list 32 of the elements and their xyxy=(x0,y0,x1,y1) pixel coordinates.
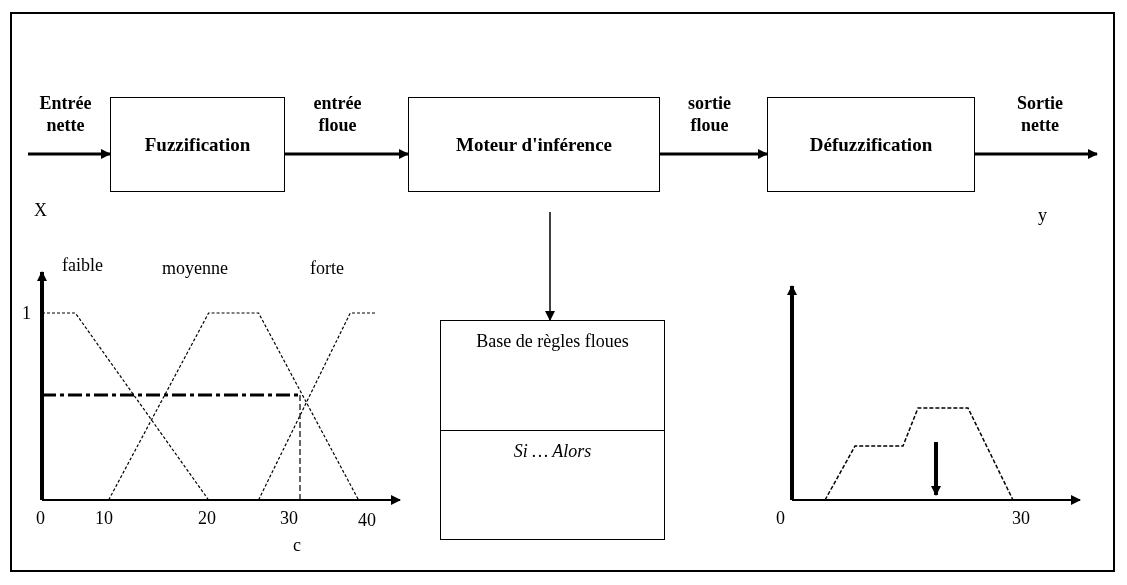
tick-label: 0 xyxy=(776,508,785,528)
edge-label: Entrée nette xyxy=(38,92,93,136)
axis-label: X xyxy=(34,200,47,220)
tick-label: 20 xyxy=(198,508,216,528)
edge-label: entrée floue xyxy=(312,92,363,136)
box-label: Moteur d'inférence xyxy=(456,133,612,156)
rule-base-box xyxy=(440,320,665,540)
box-heading: Base de règles floues xyxy=(441,321,664,431)
rule-text: Si … Alors xyxy=(512,440,593,463)
tick-label: 1 xyxy=(22,303,31,323)
category-label: forte xyxy=(310,258,344,278)
tick-label: 40 xyxy=(358,510,376,530)
tick-label: 30 xyxy=(280,508,298,528)
arrow xyxy=(975,149,1098,159)
process-box xyxy=(408,97,660,192)
category-label: moyenne xyxy=(162,258,228,278)
arrow xyxy=(545,211,555,321)
arrow xyxy=(28,149,111,159)
category-label: faible xyxy=(62,255,103,275)
edge-label: Sortie nette xyxy=(1016,92,1064,136)
box-label: Fuzzification xyxy=(144,133,251,156)
process-box xyxy=(110,97,285,192)
tick-label: 30 xyxy=(1012,508,1030,528)
tick-label: 10 xyxy=(95,508,113,528)
arrow xyxy=(660,149,768,159)
axis-label: c xyxy=(293,535,301,555)
arrow xyxy=(285,149,409,159)
box-label: Défuzzification xyxy=(809,133,933,156)
axis-label: y xyxy=(1038,205,1047,225)
edge-label: sortie floue xyxy=(687,92,732,136)
tick-label: 0 xyxy=(36,508,45,528)
process-box xyxy=(767,97,975,192)
